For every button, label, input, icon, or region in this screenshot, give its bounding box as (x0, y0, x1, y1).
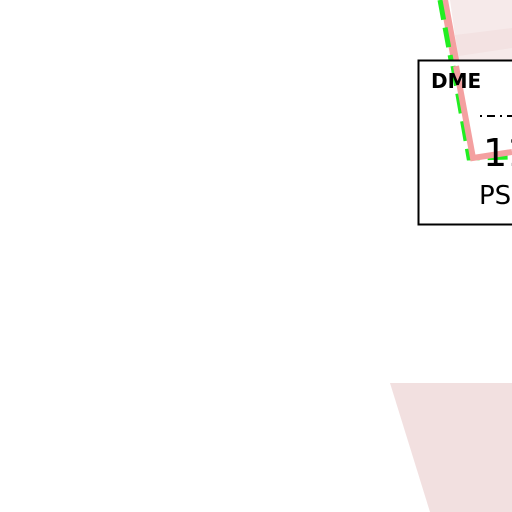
label-unit: PS (479, 181, 511, 211)
label-box-frame (417, 59, 512, 226)
dme-label-box[interactable]: DME 11 PS (417, 59, 512, 226)
label-title: DME (431, 69, 481, 93)
label-value: 11 (483, 131, 512, 175)
airspace-boundary-red-overlay (453, 65, 512, 162)
airspace-zone-lower (390, 383, 512, 512)
airspace-boundary-green-overlay (450, 65, 512, 161)
airspace-zone-upper-band (455, 28, 512, 56)
